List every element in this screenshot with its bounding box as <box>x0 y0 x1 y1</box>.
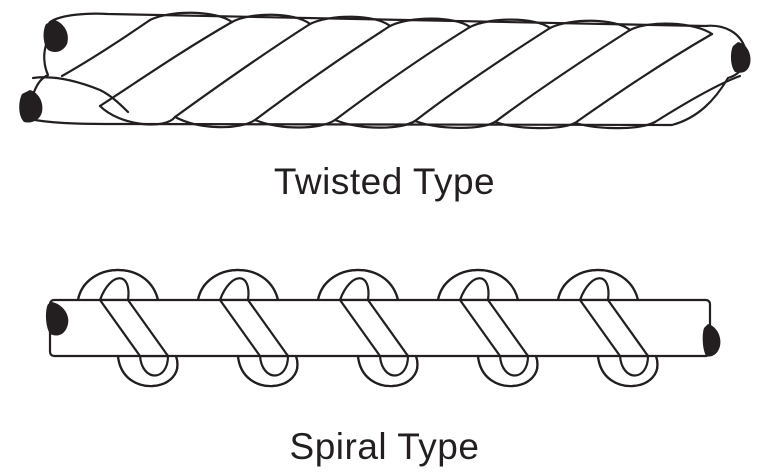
twisted-left-bottom-end <box>19 90 43 123</box>
spiral-type-caption: Spiral Type <box>289 426 480 467</box>
spiral-wire-loops-top <box>76 268 640 302</box>
twisted-type-caption: Twisted Type <box>273 161 496 202</box>
twisted-cable <box>19 11 751 130</box>
spiral-wire-loops-bottom <box>116 354 659 388</box>
twisted-left-top-end <box>43 20 68 52</box>
twisted-strand-edge <box>31 76 130 114</box>
twisted-strand-lines <box>60 18 742 125</box>
spiral-cable <box>45 268 721 388</box>
twisted-cable-body <box>27 12 747 127</box>
spiral-wire-front <box>98 298 650 358</box>
twisted-lower-lobes <box>98 104 657 130</box>
spiral-left-end <box>45 302 69 336</box>
spiral-right-end <box>702 324 721 357</box>
twisted-right-end <box>730 42 751 73</box>
twisted-upper-lobes <box>148 11 714 36</box>
